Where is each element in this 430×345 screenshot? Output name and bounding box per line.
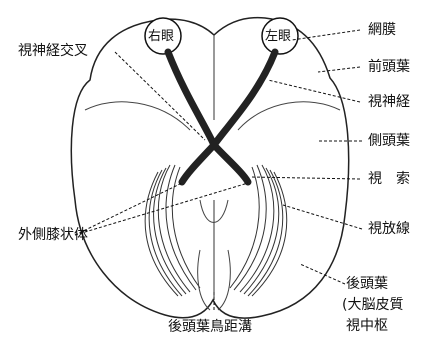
label-optic-nerve: 視神経 (368, 95, 410, 109)
leader-optic-nerve (268, 80, 360, 102)
brain-outline (71, 18, 348, 319)
optic-nerve-left (214, 52, 275, 145)
label-frontal-lobe: 前頭葉 (368, 60, 410, 74)
label-optic-radiation: 視放線 (368, 222, 410, 236)
optic-radiation-right (230, 165, 287, 296)
frontal-temporal-boundary-left (85, 102, 190, 130)
left-eye-label: 左眼 (265, 30, 291, 43)
label-occipital-lobe: 後頭葉 (346, 277, 388, 291)
frontal-temporal-boundary-right (238, 102, 340, 130)
label-lateral-geniculate-body: 外側膝状体 (18, 228, 88, 242)
leader-lines (75, 30, 362, 310)
label-calcarine-sulcus: 後頭葉鳥距溝 (168, 320, 252, 334)
leader-optic-radiation (283, 205, 362, 229)
leader-lgb-2 (75, 183, 248, 235)
leader-retina (292, 30, 360, 40)
label-visual-center: 視中枢 (346, 319, 388, 333)
leader-occipital-lobe (300, 264, 345, 284)
optic-tract-left-hemisphere (182, 145, 214, 182)
label-optic-tract: 視 索 (368, 172, 410, 186)
label-optic-chiasm: 視神経交叉 (18, 44, 88, 58)
occipital-fold-left (198, 250, 210, 310)
right-eye-label: 右眼 (148, 30, 174, 43)
label-temporal-lobe: 側頭葉 (368, 134, 410, 148)
label-retina: 網膜 (368, 23, 396, 37)
leader-frontal-lobe (318, 67, 360, 72)
optic-nerve-right (168, 52, 214, 145)
optic-tract-right-hemisphere (214, 145, 248, 182)
optic-radiation-left (145, 165, 200, 296)
leader-optic-tract (250, 177, 360, 179)
label-cerebral-cortex: (大脳皮質 (342, 298, 403, 312)
occipital-fold-right (218, 250, 230, 310)
